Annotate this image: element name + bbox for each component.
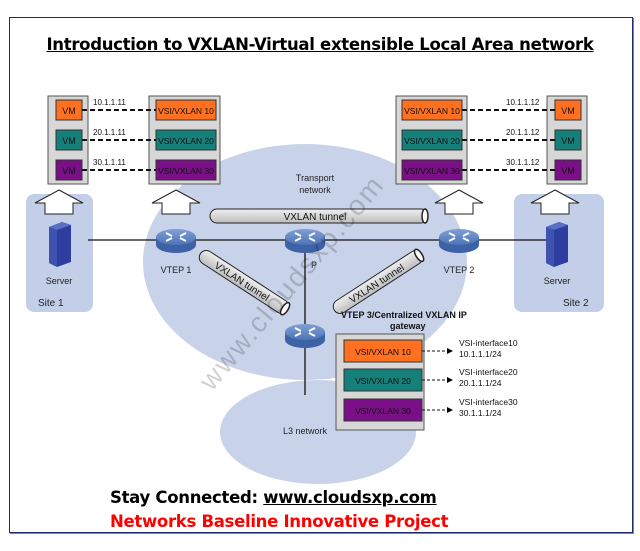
right-vm-20-label: VM — [561, 136, 575, 146]
vxlan-tunnel-top: VXLAN tunnel — [209, 208, 429, 224]
left-ip-20: 20.1.1.11 — [93, 128, 126, 137]
server1-icon — [49, 222, 71, 267]
left-ip-10: 10.1.1.11 — [93, 98, 126, 107]
left-vm-30-label: VM — [62, 166, 76, 176]
vtep2-router-icon — [439, 229, 479, 253]
gateway-iface-20: VSI-interface20 — [459, 367, 518, 377]
vtep1-label: VTEP 1 — [161, 265, 192, 275]
gateway-title-2: gateway — [390, 321, 426, 331]
gateway-vsi-30-label: VSI/VXLAN 30 — [355, 406, 411, 416]
vtep1-up-arrow-icon — [151, 189, 201, 215]
gateway-ip-10: 10.1.1.1/24 — [459, 349, 502, 359]
right-vsi-30-label: VSI/VXLAN 30 — [404, 166, 460, 176]
gateway-ip-30: 30.1.1.1/24 — [459, 408, 502, 418]
gateway-title: VTEP 3/Centralized VXLAN IP — [341, 310, 467, 320]
gateway-iface-30: VSI-interface30 — [459, 397, 518, 407]
vtep2-label: VTEP 2 — [444, 265, 475, 275]
stay-connected-label: Stay Connected: — [110, 488, 264, 507]
server2-label: Server — [544, 276, 571, 286]
gateway-ip-20: 20.1.1.1/24 — [459, 378, 502, 388]
gateway-vsi-20-label: VSI/VXLAN 20 — [355, 376, 411, 386]
p-label: P — [311, 260, 317, 270]
right-vsi-20-label: VSI/VXLAN 20 — [404, 136, 460, 146]
left-vsi-10-label: VSI/VXLAN 10 — [158, 106, 214, 116]
vtep2-up-arrow-icon — [434, 189, 484, 215]
site2-up-arrow-icon — [530, 189, 580, 215]
left-vm-10-label: VM — [62, 106, 76, 116]
right-vsi-10-label: VSI/VXLAN 10 — [404, 106, 460, 116]
right-vm-10-label: VM — [561, 106, 575, 116]
right-ip-20: 20.1.1.12 — [506, 128, 540, 137]
server1-label: Server — [46, 276, 73, 286]
right-vm-30-label: VM — [561, 166, 575, 176]
gateway-iface-10: VSI-interface10 — [459, 338, 518, 348]
l3-network-label: L3 network — [283, 426, 328, 436]
left-ip-30: 30.1.1.11 — [93, 158, 126, 167]
site2-label: Site 2 — [563, 298, 589, 309]
page-title: Introduction to VXLAN-Virtual extensible… — [46, 35, 594, 54]
left-vsi-30-label: VSI/VXLAN 30 — [158, 166, 214, 176]
vxlan-tunnel-top-label: VXLAN tunnel — [284, 212, 347, 223]
vtep1-router-icon — [156, 229, 196, 253]
website-link[interactable]: www.cloudsxp.com — [263, 488, 437, 507]
server2-icon — [546, 222, 568, 267]
left-vm-20-label: VM — [62, 136, 76, 146]
left-vsi-20-label: VSI/VXLAN 20 — [158, 136, 214, 146]
vtep3-router-icon — [285, 324, 325, 348]
right-ip-30: 30.1.1.12 — [506, 158, 540, 167]
project-name: Networks Baseline Innovative Project — [110, 512, 449, 531]
gateway-vsi-10-label: VSI/VXLAN 10 — [355, 347, 411, 357]
p-router-icon — [285, 229, 325, 253]
site1-up-arrow-icon — [34, 189, 84, 215]
transport-network-label-2: network — [299, 185, 331, 195]
site1-label: Site 1 — [38, 298, 64, 309]
right-ip-10: 10.1.1.12 — [506, 98, 540, 107]
transport-network-label: Transport — [296, 173, 335, 183]
stay-connected: Stay Connected: www.cloudsxp.com — [110, 488, 437, 507]
